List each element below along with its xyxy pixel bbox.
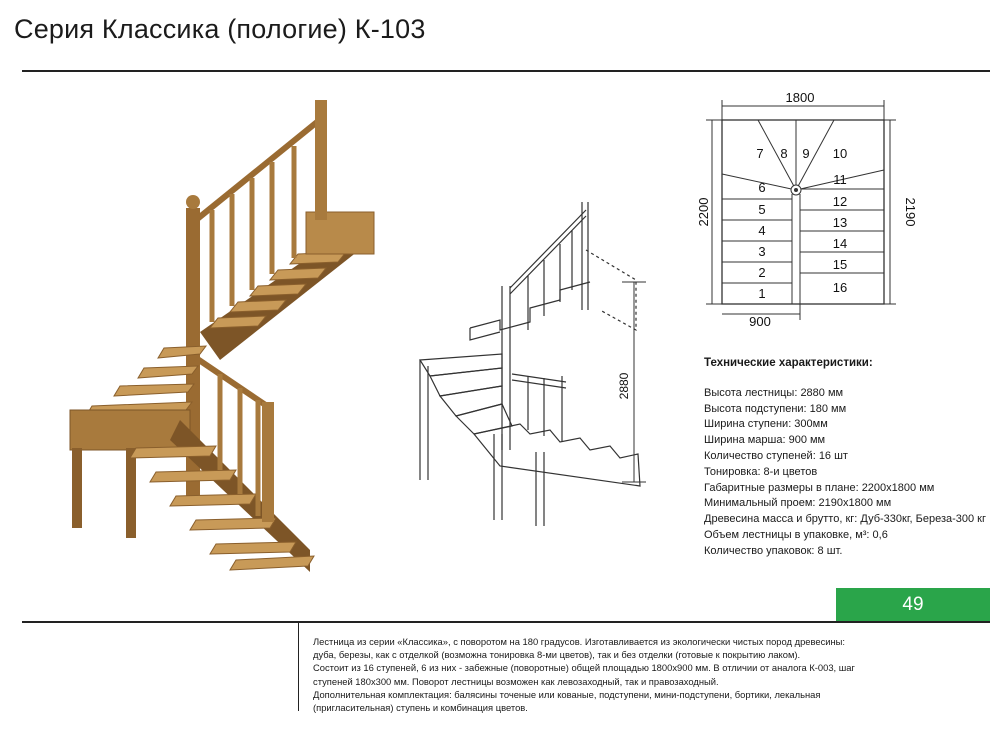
plan-width-top: 1800 <box>786 90 815 105</box>
spec-row: Древесина масса и брутто, кг: Дуб-330кг,… <box>704 513 986 526</box>
spec-row: Количество упаковок: 8 шт. <box>704 544 843 557</box>
staircase-photo <box>69 100 375 572</box>
description-line: (пригласительная) ступень и комбинация ц… <box>313 702 528 714</box>
spec-row: Высота подступени: 180 мм <box>704 402 847 415</box>
description-line: дуба, березы, как с отделкой (возможна т… <box>313 649 801 661</box>
page-title: Серия Классика (пологие) К-103 <box>14 14 426 44</box>
staircase-drawing: 2880 <box>418 202 646 526</box>
specs-block: Технические характеристики: Высота лестн… <box>704 356 986 560</box>
spec-row: Габаритные размеры в плане: 2200х1800 мм <box>704 481 935 494</box>
step-number: 1 <box>758 286 765 301</box>
spec-row: Минимальный проем: 2190х1800 мм <box>704 497 892 510</box>
description-line: Лестница из серии «Классика», с поворото… <box>313 636 846 647</box>
step-number: 6 <box>758 180 765 195</box>
spec-row: Количество ступеней: 16 шт <box>704 449 848 462</box>
step-number: 8 <box>780 146 787 161</box>
step-number: 14 <box>833 236 847 251</box>
footer-divider <box>22 621 990 623</box>
step-number: 15 <box>833 257 847 272</box>
stair-plan: 1800 2200 2190 900 1 2 3 4 5 6 7 8 9 10 … <box>696 90 918 329</box>
description-line: ступеней 180х300 мм. Поворот лестницы во… <box>313 675 719 687</box>
step-number: 13 <box>833 215 847 230</box>
step-number: 16 <box>833 280 847 295</box>
staircase-illustration <box>69 100 375 572</box>
step-number: 3 <box>758 244 765 259</box>
description: Лестница из серии «Классика», с поворото… <box>313 635 873 714</box>
page-number-badge: 49 <box>836 588 990 622</box>
description-divider <box>298 623 299 711</box>
height-dimension <box>622 281 646 483</box>
step-number: 7 <box>756 146 763 161</box>
description-line: Дополнительная комплектация: балясины то… <box>313 688 821 700</box>
plan-height-right: 2190 <box>903 198 918 227</box>
plan-width-bottom: 900 <box>749 314 771 329</box>
step-number: 11 <box>833 172 847 187</box>
step-number: 2 <box>758 265 765 280</box>
drawing-lines <box>418 202 641 526</box>
step-number: 5 <box>758 202 765 217</box>
spec-row: Ширина марша: 900 мм <box>704 434 826 447</box>
spec-row: Высота лестницы: 2880 мм <box>704 386 844 399</box>
step-number: 4 <box>758 223 765 238</box>
specs-heading: Технические характеристики: <box>704 357 873 369</box>
description-line: Состоит из 16 ступеней, 6 из них - забеж… <box>313 662 855 674</box>
header-divider <box>22 70 990 72</box>
step-number: 10 <box>833 146 847 161</box>
spec-row: Ширина ступени: 300мм <box>704 418 828 431</box>
plan-height-left: 2200 <box>696 198 711 227</box>
spec-row: Объем лестницы в упаковке, м³: 0,6 <box>704 528 888 541</box>
step-number: 12 <box>833 194 847 209</box>
spec-row: Тонировка: 8-и цветов <box>704 465 818 478</box>
height-label: 2880 <box>617 372 631 399</box>
step-number: 9 <box>802 146 809 161</box>
